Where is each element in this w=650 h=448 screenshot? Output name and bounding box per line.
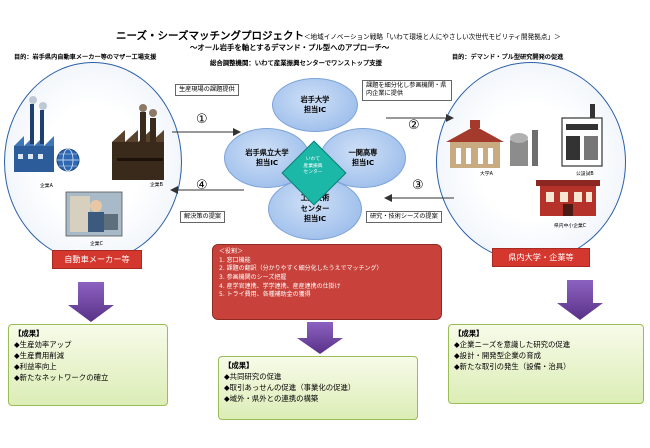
result-right-item: ◆設計・開発型企業の育成 [454,351,541,361]
right-heading: 目的：デマンド・プル型研究開発の促進 [452,54,564,61]
result-center-title: 【成果】 [224,361,254,370]
factory-a-icon [14,96,54,172]
flow-arrow-2 [386,114,454,122]
university-icon [446,120,504,168]
title-main: ニーズ・シーズマッチングプロジェクト [116,30,304,42]
result-center-item: ◆取引あっせんの促進（事業化の促進） [224,383,356,393]
step-3-text: 研究・技術シーズの提案 [366,211,442,224]
result-center-item: ◆域外・県外との連携の構築 [224,394,319,404]
role-item: 5. トライ費用、各種補助金の獲得 [219,291,311,299]
role-item: 4. 産学官連携、学学連携、産産連携の仕掛け [219,282,341,290]
result-left-item: ◆新たなネットワークの確立 [14,373,109,383]
step-1-marker: ① [196,112,208,127]
coordinator-heading: 総合調整機関：いわて産業振興センターでワンストップ支援 [210,59,383,67]
step-4-marker: ④ [196,178,208,193]
role-title: ＜役割＞ [219,248,244,255]
diagram-subtitle: ～オール岩手を軸とするデマンド・プル型へのアプローチ～ [190,43,390,52]
worker-photo-icon [65,191,123,237]
result-left-item: ◆生産費用削減 [14,351,65,361]
left-panel-label: 自動車メーカー等 [52,250,142,269]
down-arrow-left [68,282,114,322]
flow-arrow-3 [384,194,454,202]
result-left-item: ◆生産効率アップ [14,340,72,350]
result-right: 【成果】 ◆企業ニーズを意識した研究の促進 ◆設計・開発型企業の育成 ◆新たな取… [448,324,644,404]
university-a-caption: 大学A [480,172,493,177]
down-arrow-right [557,280,603,320]
flow-arrow-1 [172,128,241,136]
node-iwate-univ: 岩手大学 担当IC [272,78,358,132]
sme-building-icon [536,180,600,216]
role-item: 3. 参画機関のシーズ把握 [219,274,287,282]
step-3-marker: ③ [412,178,424,193]
result-left-item: ◆利益率向上 [14,362,57,372]
step-4-text: 解決策の提案 [180,211,226,224]
public-lab-icon [561,104,603,167]
result-left-title: 【成果】 [14,329,44,338]
down-arrow-center [297,322,343,354]
result-right-title: 【成果】 [454,329,484,338]
globe-icon [56,148,80,172]
result-center: 【成果】 ◆共同研究の促進 ◆取引あっせんの促進（事業化の促進） ◆域外・県外と… [218,356,418,420]
result-center-item: ◆共同研究の促進 [224,372,282,382]
flow-arrow-4 [170,186,244,194]
result-right-item: ◆企業ニーズを意識した研究の促進 [454,340,571,350]
role-item: 1. 窓口機能 [219,256,251,264]
step-2-marker: ② [408,118,420,133]
left-heading: 目的：岩手県内自動車メーカー等のマザー工場支援 [14,54,157,61]
hub-label: いわて 産業振興 センター [303,157,323,176]
title-note: ＜地域イノベーション戦略「いわて環境と人にやさしい次世代モビリティ開発拠点」＞ [303,33,561,41]
diagram-title: ニーズ・シーズマッチングプロジェクト＜地域イノベーション戦略「いわて環境と人にや… [116,28,561,43]
step-2-text: 課題を細分化し参画機関・県内企業に提供 [362,80,452,101]
result-right-item: ◆新たな取引の発生（設備・治具） [454,362,571,372]
role-item: 2. 課題の翻訳（分かりやすく細分化したうえでマッチング） [219,265,383,273]
company-b-caption: 企業B [150,183,163,188]
plant-icon [510,130,538,166]
right-panel-label: 県内大学・企業等 [492,248,590,267]
company-c-caption: 企業C [90,242,103,247]
result-left: 【成果】 ◆生産効率アップ ◆生産費用削減 ◆利益率向上 ◆新たなネットワークの… [8,324,168,406]
role-box: ＜役割＞ 1. 窓口機能 2. 課題の翻訳（分かりやすく細分化したうえでマッチン… [212,244,442,320]
public-lab-b-caption: 公設試B [576,172,594,177]
factory-b-icon [112,104,164,180]
company-a-caption: 企業A [40,184,53,189]
step-1-text: 生産現場の課題提供 [175,84,239,97]
sme-c-caption: 県内中小企業C [554,224,587,229]
